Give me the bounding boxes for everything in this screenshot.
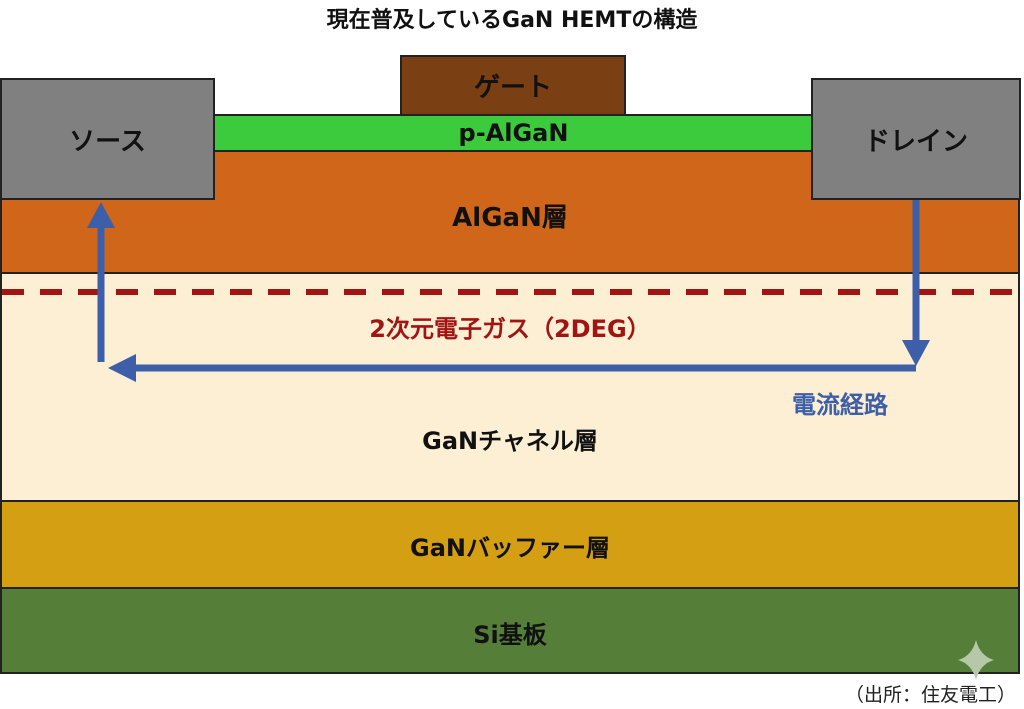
- si-substrate-label: Si基板: [473, 620, 547, 649]
- diagram-title: 現在普及しているGaN HEMTの構造: [326, 8, 698, 33]
- current-path-arrow: [87, 200, 930, 382]
- drain-electrode: ドレイン: [811, 78, 1021, 200]
- sparkle-icon: [958, 640, 994, 680]
- si-substrate-layer: [0, 587, 1020, 674]
- gan-buffer-layer: [0, 500, 1020, 589]
- gan-buffer-label: GaNバッファー層: [410, 533, 610, 562]
- current-path-label: 電流経路: [792, 390, 888, 419]
- arrowhead-down-icon: [902, 340, 930, 366]
- gate-electrode: ゲート: [400, 55, 626, 116]
- arrowhead-up-icon: [87, 202, 115, 228]
- 2deg-label: 2次元電子ガス（2DEG）: [369, 314, 651, 343]
- p-algan-label: p-AlGaN: [458, 119, 569, 147]
- gan-channel-layer: [0, 272, 1020, 502]
- algan-label: AlGaN層: [452, 202, 568, 233]
- source-electrode: ソース: [0, 78, 215, 200]
- arrowhead-left-icon: [108, 354, 136, 382]
- gan-channel-label: GaNチャネル層: [422, 426, 598, 455]
- source-note: （出所：住友電工）: [844, 684, 1016, 706]
